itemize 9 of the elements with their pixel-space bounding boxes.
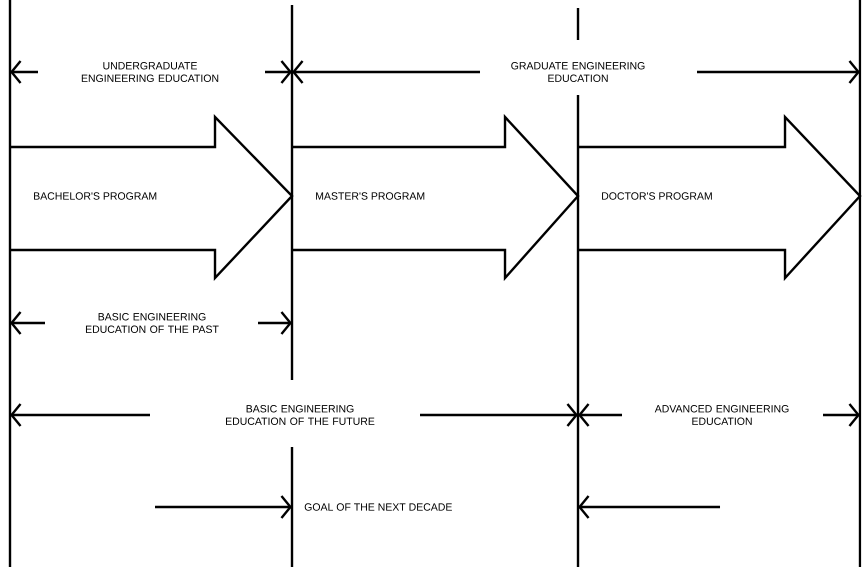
dimension-label: BASIC ENGINEERING EDUCATION OF THE FUTURE [226,405,374,425]
dimension-label: ADVANCED ENGINEERING EDUCATION [654,405,788,425]
dimension-label: UNDERGRADUATE ENGINEERING EDUCATION [82,62,218,82]
program-band: BACHELOR'S PROGRAM [10,114,294,282]
dimension-label: BASIC ENGINEERING EDUCATION OF THE PAST [86,313,219,333]
program-band: DOCTOR'S PROGRAM [578,114,862,282]
dimension-label: GRADUATE ENGINEERING EDUCATION [511,62,644,82]
dimension-label: GOAL OF THE NEXT DECADE [304,503,452,511]
program-band: MASTER'S PROGRAM [292,114,580,282]
